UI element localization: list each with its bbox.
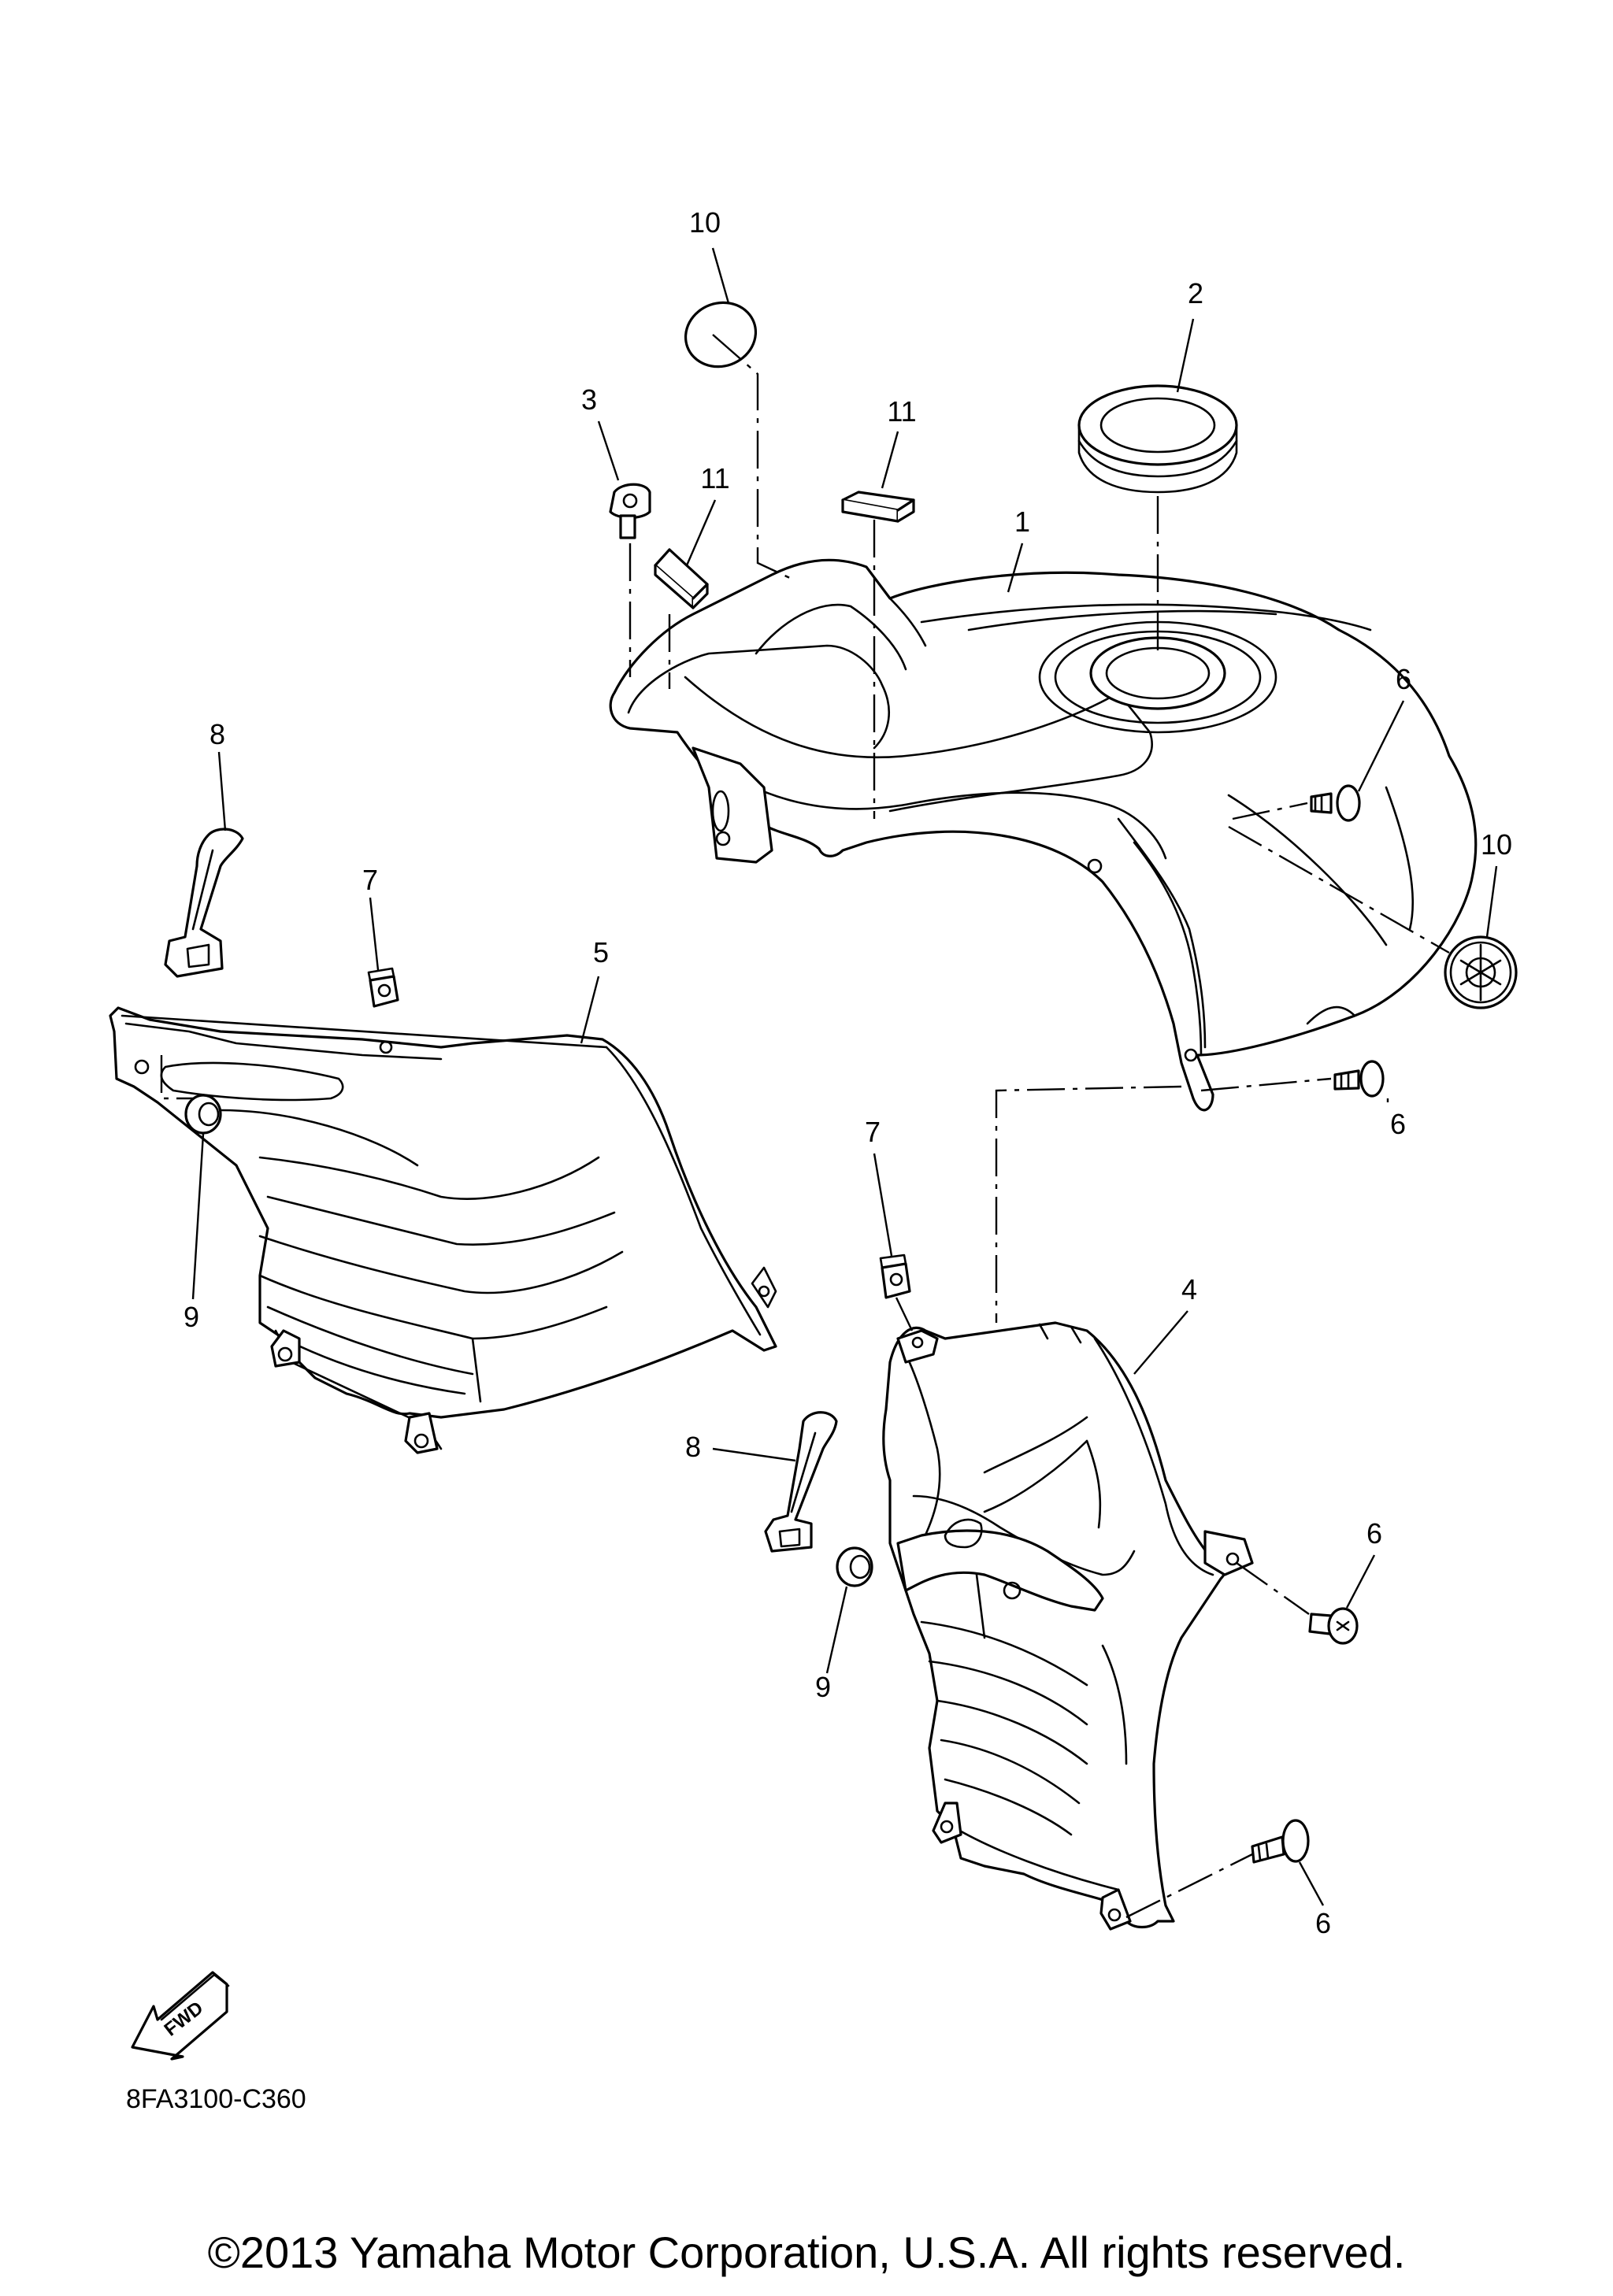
part-screw-6-b <box>1333 1060 1385 1098</box>
part-grommet-9-left <box>184 1094 222 1135</box>
part-ring-grommet <box>1077 384 1238 494</box>
callout-labels: 10 2 3 11 11 1 6 8 7 5 10 6 9 7 4 8 6 9 … <box>184 206 1512 1939</box>
callout-10-top: 10 <box>689 206 721 239</box>
part-screw-6-a <box>1310 784 1361 822</box>
part-strap-8-left <box>164 828 244 978</box>
callout-6-d: 6 <box>1315 1907 1331 1939</box>
callout-6-a: 6 <box>1396 663 1411 695</box>
part-clip-7-left <box>367 967 399 1008</box>
part-pad-11-left <box>654 548 709 609</box>
part-side-cover-right <box>882 1321 1254 1931</box>
callout-11-left: 11 <box>700 462 729 494</box>
callout-9-left: 9 <box>184 1301 199 1333</box>
part-strap-8-right <box>764 1411 838 1553</box>
callout-5: 5 <box>593 936 609 968</box>
callout-8-left: 8 <box>210 718 225 750</box>
callout-1: 1 <box>1014 505 1030 538</box>
part-clip-7-right <box>879 1254 911 1299</box>
part-screw-6-d <box>1251 1819 1310 1864</box>
callout-9-right: 9 <box>815 1671 831 1703</box>
assembly-lines <box>160 334 1450 1919</box>
part-pad-11-right <box>841 491 915 523</box>
part-screw-6-c <box>1308 1607 1359 1645</box>
part-emblem-10-top <box>684 301 758 368</box>
callout-8-right: 8 <box>685 1431 701 1463</box>
callout-6-c: 6 <box>1366 1517 1382 1550</box>
callout-2: 2 <box>1188 277 1203 309</box>
diagram-code: 8FA3100-C360 <box>126 2084 306 2114</box>
callout-11-right: 11 <box>887 395 916 428</box>
part-side-cover-left <box>109 1006 777 1454</box>
copyright-notice: ©2013 Yamaha Motor Corporation, U.S.A. A… <box>208 2227 1406 2277</box>
leader-lines <box>191 247 1498 1906</box>
part-emblem-10-right <box>1444 935 1518 1009</box>
fwd-arrow-icon: FWD <box>131 1971 230 2061</box>
callout-7-right: 7 <box>865 1116 881 1148</box>
callout-4: 4 <box>1181 1273 1197 1305</box>
callout-7-left: 7 <box>362 864 378 896</box>
callout-3: 3 <box>581 383 597 416</box>
callout-6-b: 6 <box>1390 1108 1406 1140</box>
callout-10-right: 10 <box>1481 828 1512 861</box>
part-tank-cover <box>609 558 1478 1112</box>
part-grommet-9-right <box>836 1546 873 1587</box>
part-clip-3 <box>609 483 651 539</box>
